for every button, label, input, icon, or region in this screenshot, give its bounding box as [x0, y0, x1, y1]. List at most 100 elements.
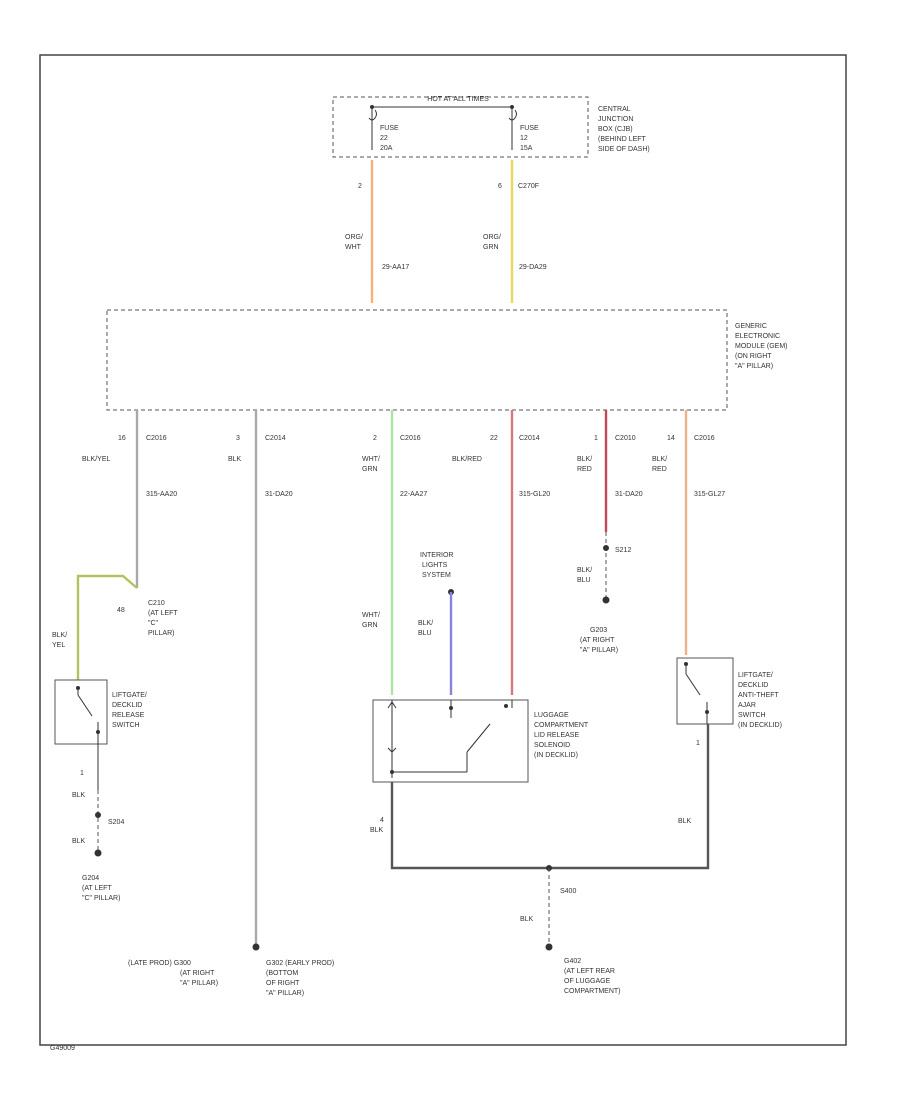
hot-at-all-times-label: HOT AT ALL TIMES — [427, 96, 489, 103]
svg-text:BLK: BLK — [72, 792, 86, 799]
svg-text:RED: RED — [577, 466, 592, 473]
svg-text:48: 48 — [117, 607, 125, 614]
svg-text:29-AA17: 29-AA17 — [382, 264, 409, 271]
gem-label: GENERIC ELECTRONIC MODULE (GEM) (ON RIGH… — [735, 323, 788, 370]
svg-text:15A: 15A — [520, 145, 533, 152]
svg-text:BLK: BLK — [370, 827, 384, 834]
svg-text:BLU: BLU — [577, 577, 591, 584]
diagram-frame — [39, 54, 847, 1046]
svg-text:ELECTRONIC: ELECTRONIC — [735, 333, 780, 340]
svg-text:S400: S400 — [560, 888, 576, 895]
svg-text:(AT RIGHT: (AT RIGHT — [180, 970, 215, 977]
svg-text:"A" PILLAR): "A" PILLAR) — [735, 363, 773, 370]
svg-text:GRN: GRN — [362, 622, 378, 629]
svg-text:C2016: C2016 — [694, 435, 715, 442]
svg-text:BLK: BLK — [678, 818, 692, 825]
svg-text:BLK/: BLK/ — [418, 620, 433, 627]
svg-text:4: 4 — [380, 817, 384, 824]
splice-s212 — [603, 545, 609, 551]
svg-text:COMPARTMENT): COMPARTMENT) — [564, 988, 621, 995]
c210-label: C210 (AT LEFT "C" PILLAR) — [148, 600, 178, 637]
svg-text:(LATE PROD) G300: (LATE PROD) G300 — [128, 960, 191, 967]
central-junction-box — [332, 96, 589, 158]
svg-text:31-DA20: 31-DA20 — [615, 491, 643, 498]
svg-text:315-GL27: 315-GL27 — [694, 491, 725, 498]
svg-text:BLK/: BLK/ — [52, 632, 67, 639]
svg-text:BOX (CJB): BOX (CJB) — [598, 126, 633, 133]
svg-text:6: 6 — [498, 183, 502, 190]
svg-text:GRN: GRN — [362, 466, 378, 473]
interior-lights-label: INTERIOR LIGHTS SYSTEM — [420, 552, 453, 579]
svg-text:YEL: YEL — [52, 642, 65, 649]
svg-text:BLK: BLK — [228, 456, 242, 463]
svg-text:(IN DECKLID): (IN DECKLID) — [738, 722, 782, 729]
svg-text:16: 16 — [118, 435, 126, 442]
svg-text:LIFTGATE/: LIFTGATE/ — [738, 672, 773, 679]
svg-text:ANTI-THEFT: ANTI-THEFT — [738, 692, 780, 699]
svg-text:BLK/: BLK/ — [577, 456, 592, 463]
svg-text:DECKLID: DECKLID — [112, 702, 142, 709]
svg-text:2: 2 — [373, 435, 377, 442]
svg-text:FUSE: FUSE — [520, 125, 539, 132]
svg-text:ORG/: ORG/ — [483, 234, 501, 241]
svg-text:22-AA27: 22-AA27 — [400, 491, 427, 498]
fuse-22: FUSE 22 20A — [368, 107, 399, 152]
svg-text:(AT RIGHT: (AT RIGHT — [580, 637, 615, 644]
svg-text:20A: 20A — [380, 145, 393, 152]
cjb-label: CENTRAL JUNCTION BOX (CJB) (BEHIND LEFT … — [598, 106, 650, 153]
svg-text:C270F: C270F — [518, 183, 539, 190]
g204-label: G204 (AT LEFT "C" PILLAR) — [82, 875, 120, 902]
svg-text:MODULE (GEM): MODULE (GEM) — [735, 343, 788, 350]
svg-text:22: 22 — [380, 135, 388, 142]
svg-text:C2016: C2016 — [400, 435, 421, 442]
g203-label: G203 (AT RIGHT "A" PILLAR) — [580, 627, 618, 654]
splice-s204 — [95, 812, 101, 818]
liftgate-release-label: LIFTGATE/ DECKLID RELEASE SWITCH — [112, 692, 147, 729]
svg-text:C2016: C2016 — [146, 435, 167, 442]
svg-text:SWITCH: SWITCH — [112, 722, 140, 729]
generic-electronic-module — [106, 309, 728, 411]
svg-text:1: 1 — [80, 770, 84, 777]
svg-text:OF LUGGAGE: OF LUGGAGE — [564, 978, 611, 985]
svg-text:1: 1 — [594, 435, 598, 442]
svg-text:31-DA20: 31-DA20 — [265, 491, 293, 498]
svg-text:LUGGAGE: LUGGAGE — [534, 712, 569, 719]
svg-text:S204: S204 — [108, 819, 124, 826]
svg-text:C2010: C2010 — [615, 435, 636, 442]
g300-label: (LATE PROD) G300 (AT RIGHT "A" PILLAR) — [128, 960, 218, 987]
footer-code: G49009 — [50, 1045, 75, 1052]
svg-text:2: 2 — [358, 183, 362, 190]
svg-text:SIDE OF DASH): SIDE OF DASH) — [598, 146, 650, 153]
svg-text:INTERIOR: INTERIOR — [420, 552, 453, 559]
svg-text:14: 14 — [667, 435, 675, 442]
svg-text:(AT LEFT REAR: (AT LEFT REAR — [564, 968, 615, 975]
svg-text:ORG/: ORG/ — [345, 234, 363, 241]
svg-text:12: 12 — [520, 135, 528, 142]
svg-text:SYSTEM: SYSTEM — [422, 572, 451, 579]
ground-g203 — [602, 596, 610, 604]
svg-text:BLK/YEL: BLK/YEL — [82, 456, 111, 463]
g302-label: G302 (EARLY PROD) (BOTTOM OF RIGHT "A" P… — [266, 960, 334, 997]
svg-text:"C": "C" — [148, 620, 159, 627]
svg-text:BLK: BLK — [72, 838, 86, 845]
svg-text:SWITCH: SWITCH — [738, 712, 766, 719]
svg-text:CENTRAL: CENTRAL — [598, 106, 631, 113]
svg-text:OF RIGHT: OF RIGHT — [266, 980, 300, 987]
svg-text:PILLAR): PILLAR) — [148, 630, 174, 637]
svg-text:RED: RED — [652, 466, 667, 473]
svg-text:"C" PILLAR): "C" PILLAR) — [82, 895, 120, 902]
svg-text:"A" PILLAR): "A" PILLAR) — [180, 980, 218, 987]
svg-text:S212: S212 — [615, 547, 631, 554]
svg-text:(AT LEFT: (AT LEFT — [82, 885, 112, 892]
svg-text:C210: C210 — [148, 600, 165, 607]
svg-text:1: 1 — [696, 740, 700, 747]
svg-text:22: 22 — [490, 435, 498, 442]
svg-text:WHT/: WHT/ — [362, 612, 380, 619]
svg-text:(ON RIGHT: (ON RIGHT — [735, 353, 772, 360]
svg-text:C2014: C2014 — [265, 435, 286, 442]
svg-text:(IN DECKLID): (IN DECKLID) — [534, 752, 578, 759]
svg-text:BLK/: BLK/ — [577, 567, 592, 574]
svg-text:315-GL20: 315-GL20 — [519, 491, 550, 498]
svg-text:AJAR: AJAR — [738, 702, 756, 709]
